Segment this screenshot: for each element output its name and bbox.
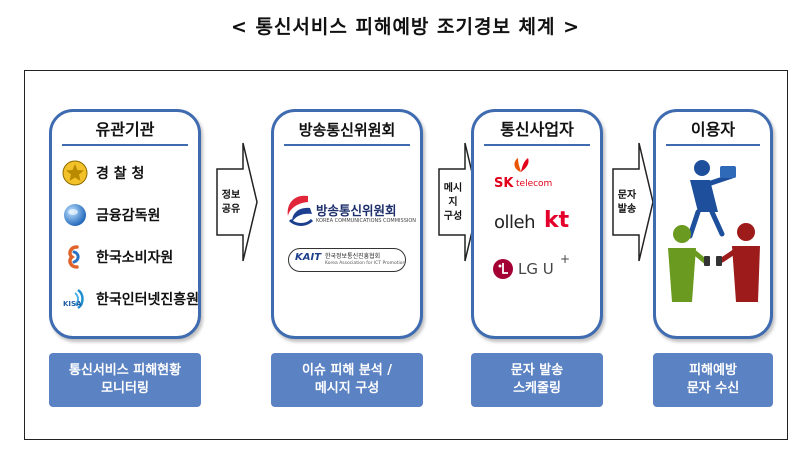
stage-users-footer: 피해예방 문자 수신: [653, 353, 773, 407]
agency-kisa-label: 한국인터넷진흥원: [96, 292, 200, 308]
olleh-logo-text: olleh: [494, 212, 536, 233]
kisa-logo-icon: KISA: [63, 288, 84, 310]
lgu-plus-text: +: [560, 252, 571, 266]
diagram-frame: 유관기관 경 찰 청 금융감독원: [24, 70, 788, 440]
agency-kca-label: 한국소비자원: [96, 250, 174, 266]
diagram-title: < 통신서비스 피해예방 조기경보 체계 >: [230, 16, 581, 38]
agency-kisa: KISA 한국인터넷진흥원: [52, 278, 200, 320]
stage-carriers-footer: 문자 발송 스케줄링: [471, 353, 603, 407]
kt-logo-text: kt: [544, 208, 570, 233]
stage-related-agencies-footer: 통신서비스 피해현황 모니터링: [49, 353, 201, 407]
kcc-logo-text: 방송통신위원회: [316, 203, 397, 218]
sk-logo-subtext: telecom: [516, 179, 553, 189]
kcc-logos: 방송통신위원회 KOREA COMMUNICATIONS COMMISSION …: [274, 146, 420, 326]
kca-logo-icon: [68, 245, 80, 269]
kait-logo: KAIT 한국정보통신진흥협회 Korea Association for IC…: [288, 248, 406, 272]
lgu-logo-text: LG U: [518, 260, 554, 278]
agency-kca: 한국소비자원: [52, 236, 198, 278]
sk-butterfly-icon: [514, 158, 529, 172]
kait-logo-sublabel: Korea Association for ICT Promotion: [325, 261, 406, 266]
police-emblem-icon: [62, 160, 88, 186]
kcc-emblem-icon: [287, 195, 314, 226]
stage-carriers-card: 통신사업자 SK telecom olleh kt LG U +: [471, 109, 603, 339]
agency-police-label: 경 찰 청: [96, 166, 145, 182]
agency-fss-label: 금융감독원: [96, 208, 161, 224]
kait-logo-text: KAIT: [295, 252, 322, 263]
agency-fss: 금융감독원: [52, 194, 198, 236]
stage-carriers-heading: 통신사업자: [484, 112, 590, 146]
kcc-logo-subtext: KOREA COMMUNICATIONS COMMISSION: [316, 218, 417, 224]
agency-police: 경 찰 청: [52, 152, 198, 194]
stage-related-agencies-card: 유관기관 경 찰 청 금융감독원: [49, 109, 201, 339]
stage-kcc-heading: 방송통신위원회: [284, 112, 410, 146]
stage-kcc-footer: 이슈 피해 분석 / 메시지 구성: [271, 353, 423, 407]
svg-text:KISA: KISA: [63, 300, 82, 308]
right-arrow-icon: [216, 142, 258, 262]
lg-face-icon: [493, 259, 513, 279]
stage-related-agencies-heading: 유관기관: [62, 112, 188, 146]
stage-users-card: 이용자: [653, 109, 773, 339]
kait-logo-label: 한국정보통신진흥협회: [325, 253, 381, 260]
users-with-phones-icon: [668, 160, 760, 302]
users-illustration: [656, 146, 770, 326]
stage-kcc-card: 방송통신위원회 방송통신위원회 KOREA COMMUNICATIONS COM…: [271, 109, 423, 339]
sk-logo-text: SK: [494, 176, 514, 191]
right-arrow-icon: [612, 142, 654, 262]
carrier-logos: SK telecom olleh kt LG U +: [474, 146, 600, 326]
fss-logo-icon: [64, 204, 86, 226]
stage-users-heading: 이용자: [666, 112, 760, 146]
